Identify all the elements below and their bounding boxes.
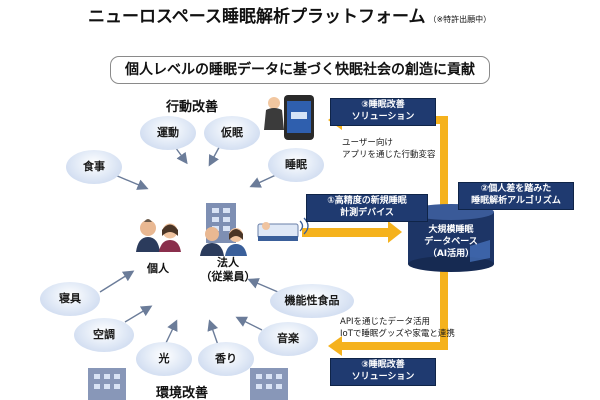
environment-heading: 環境改善 [156, 386, 209, 400]
user-app-note: ユーザー向け アプリを通じた行動変容 [342, 138, 436, 160]
behavior-arrows [114, 139, 279, 190]
arrow-db-down [440, 264, 448, 350]
solution-bottom-box: ③睡眠改善 ソリューション [330, 358, 436, 386]
page-title: ニューロスペース睡眠解析プラットフォーム（※特許出願中） [88, 7, 492, 27]
patent-note: （※特許出願中） [428, 15, 492, 24]
arrow-ongaku [235, 316, 263, 331]
smartphone-icon [284, 95, 314, 140]
building-left-icon [88, 368, 126, 400]
individual-people-icon [136, 219, 181, 252]
arrow-kuchou [124, 305, 153, 323]
bubble-ongaku: 音楽 [258, 322, 318, 356]
individual-label: 個人 [147, 262, 169, 275]
arrow-kinousei [247, 278, 279, 293]
sleep-bed-icon [257, 217, 309, 241]
database-label: 大規模睡眠 データベース （AI活用） [424, 225, 478, 259]
environment-arrows [99, 270, 279, 346]
bubble-suimin: 睡眠 [268, 148, 324, 182]
building-right-icon [250, 368, 288, 400]
arrow-bottom-horizontal [338, 342, 448, 350]
arrow-db-up [440, 118, 448, 206]
bubble-undou: 運動 [140, 116, 196, 150]
api-note: APIを通じたデータ活用 IoTで睡眠グッズや家電と連携 [340, 317, 455, 339]
bubble-shokuji: 食事 [66, 150, 122, 184]
bubble-hikari: 光 [136, 342, 192, 376]
arrowhead-bottom [328, 336, 342, 356]
corporate-label: 法人 （従業員） [200, 256, 256, 283]
device-box: ①高精度の新規睡眠 計測デバイス [306, 194, 428, 222]
behavior-heading: 行動改善 [166, 100, 219, 115]
arrow-shokuji [114, 174, 149, 190]
arrow-device-to-db [302, 228, 390, 237]
arrow-hikari [164, 319, 178, 346]
corporate-people-icon [200, 227, 247, 256]
mission-statement: 個人レベルの睡眠データに基づく快眠社会の創造に貢献 [110, 56, 490, 84]
bubble-shingu: 寝具 [40, 282, 100, 316]
algorithm-box: ②個人差を踏みた 睡眠解析アルゴリズム [458, 182, 574, 210]
arrowhead-device [388, 221, 402, 243]
solution-top-box: ③睡眠改善 ソリューション [330, 98, 436, 126]
user-with-phone-icon [264, 97, 284, 130]
arrow-kaori [207, 319, 219, 346]
bubble-kamin: 仮眠 [204, 116, 260, 150]
arrow-shingu [99, 270, 135, 293]
bubble-kaori: 香り [198, 342, 254, 376]
bubble-kinousei-shokuhin: 機能性食品 [270, 284, 354, 318]
bubble-kuchou: 空調 [74, 318, 134, 352]
